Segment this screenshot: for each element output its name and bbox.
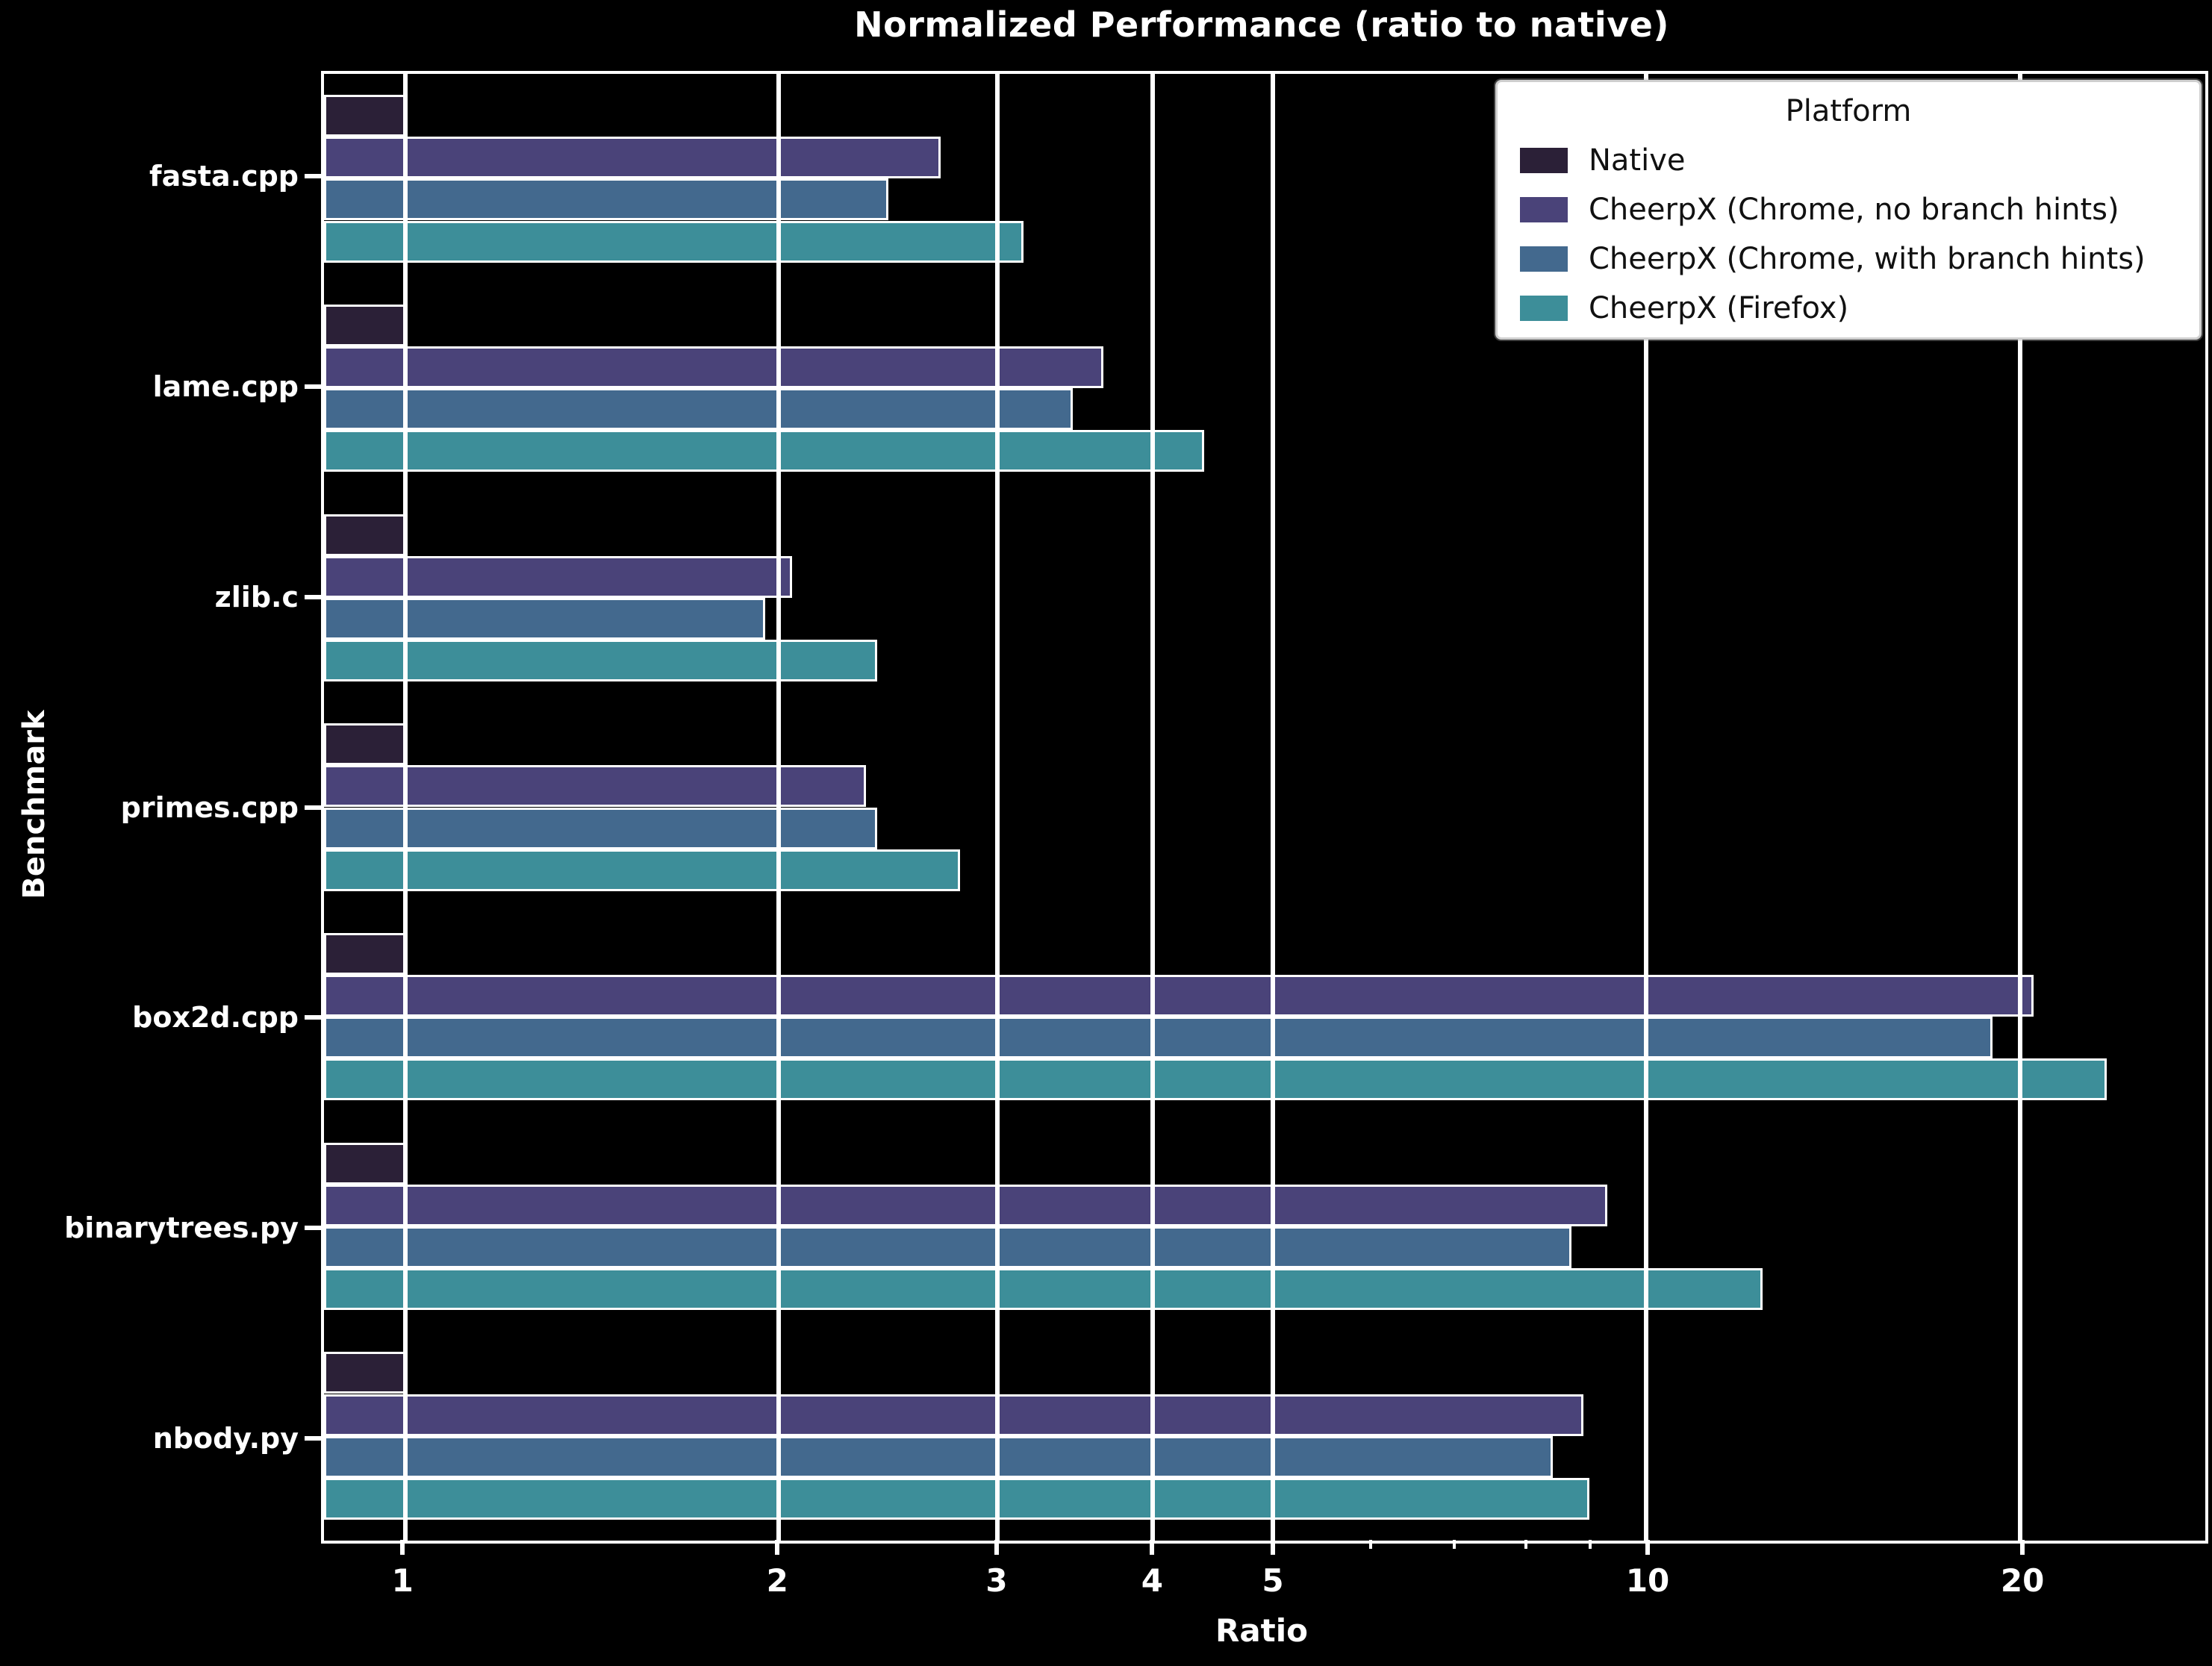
gridline-x20 <box>2017 74 2022 1541</box>
bar-box2d.cpp-series1 <box>324 975 2034 1017</box>
bar-binarytrees.py-series2 <box>324 1226 1571 1269</box>
x-minor-tick-mark <box>1452 1540 1456 1549</box>
bar-primes.cpp-series2 <box>324 807 878 849</box>
bar-primes.cpp-series3 <box>324 849 961 891</box>
legend-item: CheerpX (Chrome, with branch hints) <box>1498 234 2199 284</box>
x-tick-mark <box>1150 1540 1155 1555</box>
y-tick-label: zlib.c <box>214 580 299 614</box>
gridline-x10 <box>1644 74 1649 1541</box>
x-tick-mark <box>400 1540 405 1555</box>
bar-primes.cpp-native <box>324 723 405 766</box>
bar-lame.cpp-series3 <box>324 430 1204 472</box>
y-tick-label: primes.cpp <box>120 790 299 824</box>
x-tick-mark <box>1645 1540 1651 1555</box>
gridline-x5 <box>1270 74 1275 1541</box>
x-tick-mark <box>2020 1540 2025 1555</box>
bar-lame.cpp-native <box>324 304 405 346</box>
bar-nbody.py-series1 <box>324 1394 1584 1436</box>
gridline-x4 <box>1150 74 1155 1541</box>
x-tick-label: 5 <box>1262 1562 1284 1599</box>
legend-swatch <box>1520 148 1568 173</box>
bar-fasta.cpp-series1 <box>324 137 941 179</box>
y-axis: fasta.cpp lame.cpp zlib.c primes.cpp box2d.c… <box>0 71 321 1544</box>
bar-binarytrees.py-series1 <box>324 1184 1608 1226</box>
bar-lame.cpp-series1 <box>324 346 1103 389</box>
bar-binarytrees.py-native <box>324 1142 405 1185</box>
x-tick-mark <box>775 1540 780 1555</box>
bar-primes.cpp-series1 <box>324 765 866 808</box>
y-tick-mark <box>305 173 321 178</box>
gridline-x3 <box>995 74 1000 1541</box>
gridline-x2 <box>776 74 782 1541</box>
y-tick-label: binarytrees.py <box>64 1211 299 1245</box>
legend-item: CheerpX (Chrome, no branch hints) <box>1498 185 2199 234</box>
y-tick-mark <box>305 1015 321 1020</box>
bar-zlib.c-native <box>324 514 405 556</box>
y-tick-label: lame.cpp <box>152 369 299 403</box>
legend-item-label: CheerpX (Chrome, with branch hints) <box>1589 242 2146 276</box>
x-tick-mark <box>994 1540 999 1555</box>
y-tick-mark <box>305 384 321 389</box>
x-tick-label: 3 <box>985 1562 1008 1599</box>
bar-fasta.cpp-native <box>324 95 405 137</box>
bar-zlib.c-series1 <box>324 555 793 598</box>
x-tick-mark <box>1271 1540 1275 1555</box>
x-tick-label: 20 <box>2000 1562 2045 1599</box>
bar-zlib.c-series3 <box>324 639 878 682</box>
legend-swatch <box>1520 296 1568 321</box>
gridline-x1 <box>402 74 408 1541</box>
x-tick-label: 4 <box>1141 1562 1163 1599</box>
bar-box2d.cpp-series2 <box>324 1017 1993 1059</box>
y-tick-label: nbody.py <box>152 1422 299 1456</box>
y-tick-mark <box>305 805 321 810</box>
legend-item-label: CheerpX (Chrome, no branch hints) <box>1589 193 2119 227</box>
y-tick-label: box2d.cpp <box>132 1001 299 1035</box>
y-tick-label: fasta.cpp <box>149 159 299 193</box>
bar-lame.cpp-series2 <box>324 388 1074 431</box>
legend-title: Platform <box>1785 94 1912 128</box>
bar-zlib.c-series2 <box>324 597 766 640</box>
x-tick-label: 1 <box>391 1562 414 1599</box>
legend-item-label: Native <box>1589 143 1686 178</box>
chart-title: Normalized Performance (ratio to native) <box>854 4 1669 45</box>
bar-box2d.cpp-native <box>324 932 405 976</box>
y-tick-mark <box>305 1226 321 1231</box>
x-tick-label: 10 <box>1625 1562 1670 1599</box>
bar-fasta.cpp-series3 <box>324 220 1024 263</box>
legend-item: Native <box>1498 136 2199 185</box>
bar-nbody.py-series3 <box>324 1477 1590 1520</box>
x-minor-tick-mark <box>1524 1540 1528 1549</box>
bar-fasta.cpp-series2 <box>324 178 888 221</box>
x-minor-tick-mark <box>1369 1540 1373 1549</box>
bar-box2d.cpp-series3 <box>324 1058 2107 1101</box>
legend-swatch <box>1520 246 1568 272</box>
x-tick-label: 2 <box>766 1562 788 1599</box>
legend-item: CheerpX (Firefox) <box>1498 284 2199 333</box>
y-tick-mark <box>305 594 321 599</box>
x-axis-label: Ratio <box>1215 1612 1308 1649</box>
x-axis: 1 2 3 4 5 10 20 <box>321 1540 2208 1644</box>
legend-swatch <box>1520 197 1568 222</box>
bar-nbody.py-series2 <box>324 1435 1553 1478</box>
bar-binarytrees.py-series3 <box>324 1268 1763 1311</box>
y-tick-mark <box>305 1436 321 1441</box>
bar-nbody.py-native <box>324 1352 405 1394</box>
x-minor-tick-mark <box>1588 1540 1592 1549</box>
legend-item-label: CheerpX (Firefox) <box>1589 291 1849 325</box>
